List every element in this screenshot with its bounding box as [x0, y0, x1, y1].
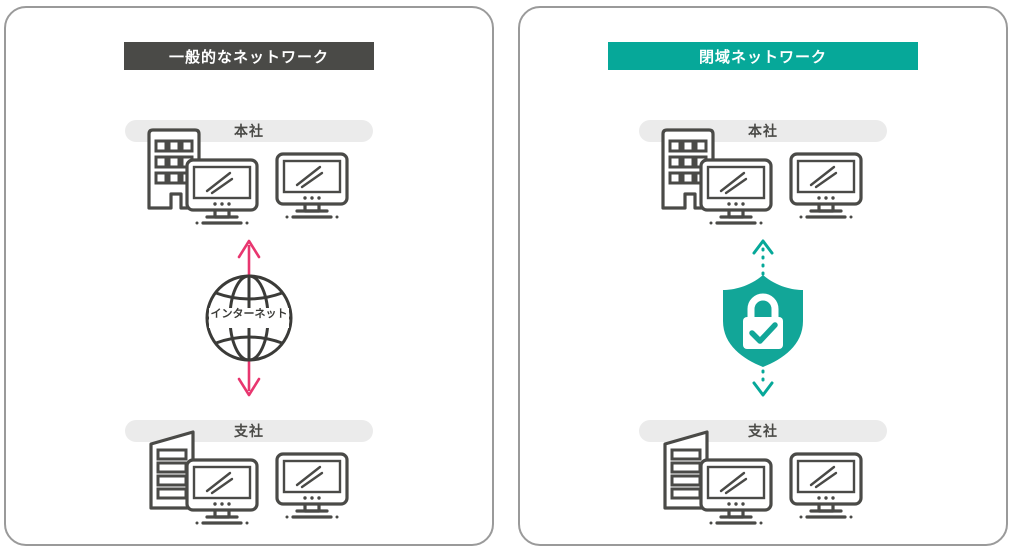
- connector-secure-shield: [683, 233, 843, 403]
- panel-title-closed-network: 閉域ネットワーク: [608, 42, 918, 70]
- site-icons-hq: [125, 120, 373, 228]
- monitor-icon: [789, 152, 863, 225]
- connector-internet: インターネット: [169, 233, 329, 403]
- monitor-icon: [789, 452, 863, 525]
- monitor-icon: [275, 152, 349, 225]
- site-label-branch: 支社: [748, 423, 778, 439]
- site-label-branch: 支社: [234, 423, 264, 439]
- site-icons-branch: [639, 420, 887, 528]
- monitor-icon: [699, 458, 773, 531]
- shield-lock-icon: [723, 275, 803, 367]
- monitor-icon: [699, 158, 773, 231]
- panel-closed-network: 閉域ネットワーク 本社: [518, 6, 1008, 546]
- site-label-hq: 本社: [234, 123, 264, 139]
- site-icons-hq: [639, 120, 887, 228]
- site-icons-branch: [125, 420, 373, 528]
- monitor-icon: [275, 452, 349, 525]
- monitor-icon: [185, 158, 259, 231]
- document-icon: [147, 430, 207, 517]
- monitor-icon: [185, 458, 259, 531]
- site-label-hq: 本社: [748, 123, 778, 139]
- panel-title-general-network: 一般的なネットワーク: [124, 42, 374, 70]
- panel-general-network: 一般的なネットワーク 本社: [4, 6, 494, 546]
